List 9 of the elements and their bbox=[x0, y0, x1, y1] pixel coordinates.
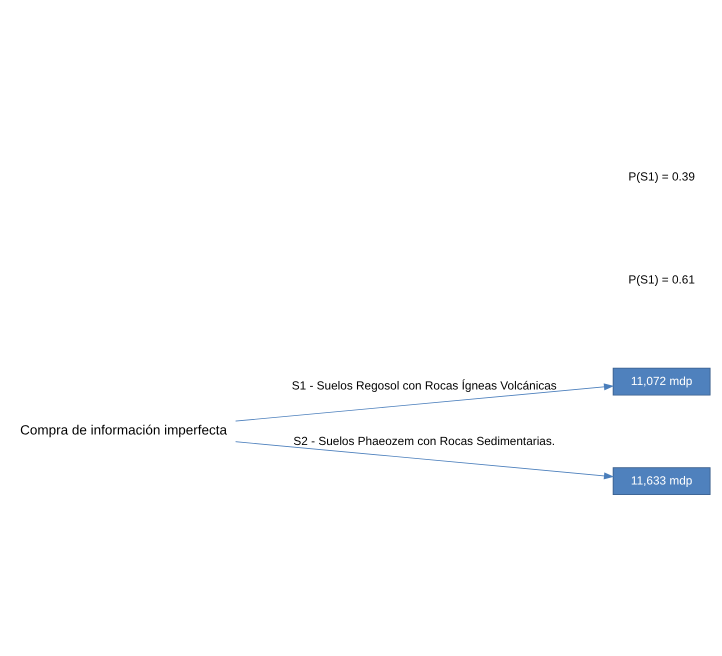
node-box: 11,633 mdp bbox=[612, 466, 711, 495]
node-text: Compra de información imperfecta bbox=[20, 422, 228, 438]
label: P(S1) = 0.39 bbox=[628, 169, 695, 184]
edge-label: S2 - Suelos Phaeozem con Rocas Sedimentarias. bbox=[293, 434, 556, 448]
arrow bbox=[235, 382, 614, 421]
label: P(S1) = 0.61 bbox=[628, 272, 695, 286]
edge-label: S1 - Suelos Regosol con Rocas Ígneas Volcánicas bbox=[292, 378, 557, 392]
node-box: 11,072 mdp bbox=[612, 367, 711, 396]
arrow bbox=[235, 440, 614, 479]
